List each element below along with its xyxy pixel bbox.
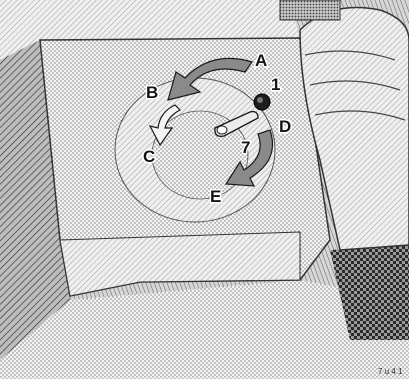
seat-bolster-rolls xyxy=(304,50,406,121)
rotation-arrow-b-to-c xyxy=(148,104,182,147)
right-floor-checker xyxy=(330,245,409,340)
callout-b: B xyxy=(146,83,158,102)
rotation-arrow-a-to-b xyxy=(167,57,253,101)
bottom-floor xyxy=(0,280,409,379)
bolt-head-highlight xyxy=(257,97,263,103)
callout-part-7: 7 xyxy=(241,138,250,157)
figure-code: 7 u 4 1 xyxy=(378,367,403,376)
floor-mat-lip xyxy=(59,231,301,297)
callout-e: E xyxy=(210,187,221,206)
top-right-trim xyxy=(279,0,341,21)
wing-nut-hole xyxy=(216,125,228,135)
rotation-arrow-d-to-e xyxy=(224,129,274,187)
callout-d: D xyxy=(279,117,291,136)
upper-panel xyxy=(0,0,300,60)
left-side-trim xyxy=(0,40,70,360)
callout-c: C xyxy=(143,147,155,166)
callout-part-1: 1 xyxy=(271,75,280,94)
callout-a: A xyxy=(255,51,267,70)
